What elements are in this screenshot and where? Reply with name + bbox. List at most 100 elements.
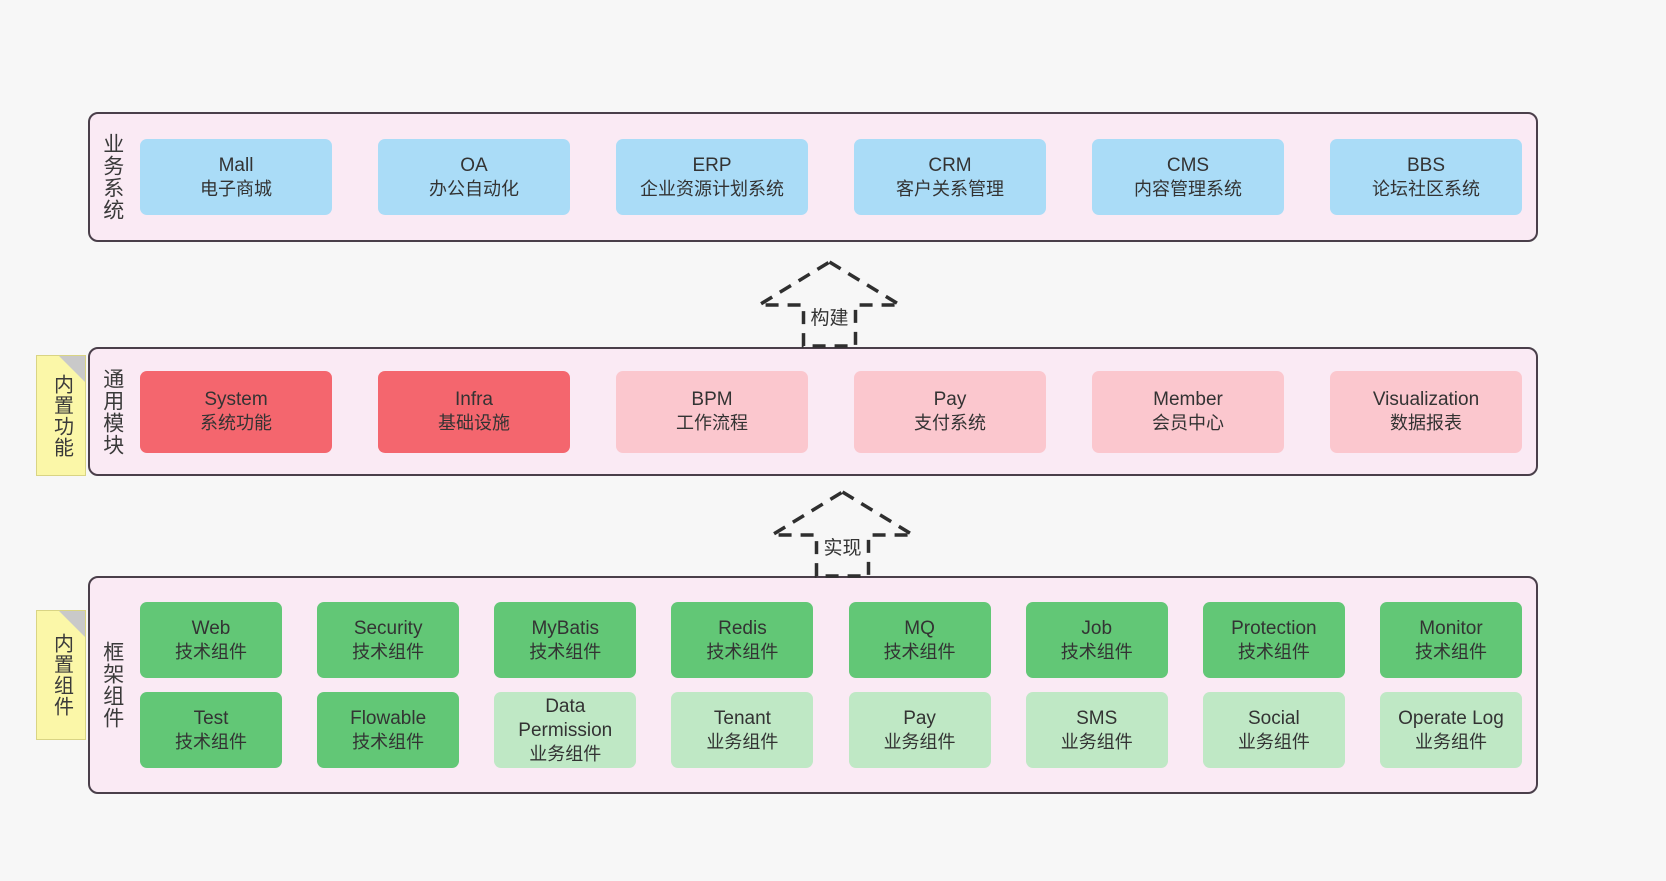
component-title: Tenant — [713, 707, 771, 729]
component-title: Web — [191, 617, 231, 639]
implement-arrow-icon — [770, 490, 915, 578]
layer-label-common-modules: 通用模块 — [100, 367, 124, 456]
component-subtitle: 技术组件 — [352, 641, 425, 662]
component-subtitle: 技术组件 — [175, 731, 247, 752]
component-title: Data Permission — [518, 695, 613, 741]
component-subtitle: 会员中心 — [1152, 413, 1224, 434]
component-title: MyBatis — [531, 617, 600, 639]
component-title: SMS — [1076, 707, 1118, 729]
component-subtitle: 业务组件 — [1237, 731, 1310, 752]
component-subtitle: 业务组件 — [706, 731, 779, 752]
connector-label-build: 构建 — [807, 302, 852, 331]
sticky-note-common-modules: 内置功能 — [36, 355, 86, 476]
layer-label-framework-components: 框架组件 — [100, 641, 124, 729]
component-subtitle: 业务组件 — [1060, 731, 1133, 752]
component-subtitle: 企业资源计划系统 — [640, 178, 784, 199]
sticky-note-label: 内置功能 — [50, 373, 73, 458]
component-title: Redis — [718, 617, 767, 639]
component-title: Social — [1247, 707, 1300, 729]
component-subtitle: 办公自动化 — [429, 178, 519, 199]
folded-corner-icon — [59, 356, 85, 382]
component-title: Monitor — [1419, 617, 1483, 639]
component-title: Flowable — [350, 707, 427, 729]
component-title: Protection — [1231, 617, 1317, 639]
component-subtitle: 技术组件 — [1237, 641, 1310, 662]
component-subtitle: 技术组件 — [529, 641, 602, 662]
component-subtitle: 电子商城 — [200, 178, 272, 199]
component-title: Operate Log — [1398, 707, 1504, 729]
layer-label-business-systems: 业务系统 — [100, 133, 124, 221]
component-title: Job — [1081, 617, 1113, 639]
component-title: CRM — [928, 154, 972, 176]
component-title: BPM — [691, 389, 733, 411]
sticky-note-framework-components: 内置组件 — [36, 610, 86, 740]
component-title: Pay — [903, 707, 936, 729]
component-subtitle: 技术组件 — [175, 641, 247, 662]
component-subtitle: 论坛社区系统 — [1372, 178, 1480, 199]
component-subtitle: 技术组件 — [706, 641, 779, 662]
component-subtitle: 业务组件 — [883, 731, 956, 752]
component-subtitle: 业务组件 — [529, 743, 602, 764]
component-title: OA — [460, 154, 488, 176]
component-title: ERP — [692, 154, 732, 176]
component-subtitle: 工作流程 — [676, 413, 748, 434]
component-title: Pay — [933, 389, 967, 411]
component-title: Member — [1153, 389, 1223, 411]
connector-implement: 实现 — [770, 490, 915, 578]
component-title: Security — [353, 617, 423, 639]
component-title: Test — [193, 707, 229, 729]
connector-build: 构建 — [757, 260, 902, 348]
component-subtitle: 技术组件 — [352, 731, 425, 752]
component-subtitle: 技术组件 — [1060, 641, 1133, 662]
component-subtitle: 客户关系管理 — [896, 178, 1004, 199]
component-subtitle: 数据报表 — [1390, 413, 1462, 434]
component-title: Mall — [218, 154, 254, 176]
build-arrow-icon — [757, 260, 902, 348]
component-title: MQ — [904, 617, 935, 639]
connector-label-implement: 实现 — [820, 532, 865, 561]
component-title: Visualization — [1372, 389, 1480, 411]
sticky-note-label: 内置组件 — [50, 633, 73, 717]
component-title: BBS — [1406, 154, 1446, 176]
component-subtitle: 内容管理系统 — [1134, 178, 1242, 199]
component-subtitle: 支付系统 — [914, 413, 986, 434]
component-subtitle: 业务组件 — [1414, 731, 1487, 752]
